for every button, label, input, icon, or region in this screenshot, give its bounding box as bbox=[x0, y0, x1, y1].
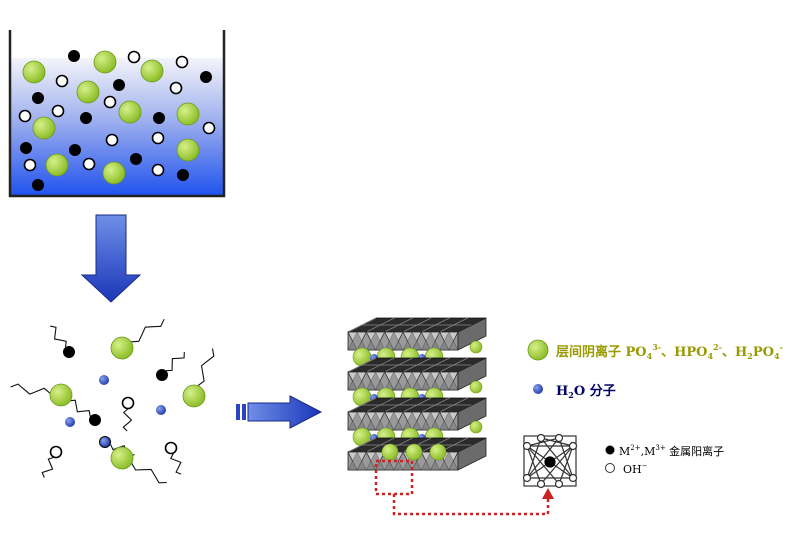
hydroxide-legend-label: OH− bbox=[623, 462, 648, 476]
metal-cation-particle bbox=[113, 79, 125, 91]
anion-particle bbox=[102, 161, 126, 185]
metal-cation-particle bbox=[63, 346, 75, 358]
metal-legend-swatch bbox=[605, 445, 615, 455]
hydroxide-particle bbox=[127, 50, 141, 64]
hydroxide-particle bbox=[202, 121, 216, 135]
anion-particle bbox=[182, 384, 206, 408]
anion-particle bbox=[110, 336, 134, 360]
hydroxide-particle bbox=[103, 95, 117, 109]
ion-tail bbox=[10, 383, 51, 395]
anion-particle bbox=[49, 383, 73, 407]
anion-particle bbox=[110, 446, 134, 470]
ion-tail bbox=[41, 456, 54, 478]
metal-cation-particle bbox=[69, 144, 81, 156]
water-molecule bbox=[65, 417, 75, 427]
interlayer-anion bbox=[429, 443, 447, 461]
metal-cation-particle bbox=[130, 153, 142, 165]
anion-particle bbox=[76, 80, 100, 104]
solution-beaker bbox=[8, 30, 226, 198]
hydroxide-particle bbox=[169, 81, 183, 95]
hydroxide-particle bbox=[49, 445, 63, 459]
connector-arrowhead bbox=[542, 488, 554, 499]
water-legend-swatch bbox=[533, 384, 543, 394]
metal-cation-particle bbox=[89, 414, 101, 426]
hydroxide-legend-swatch bbox=[605, 463, 615, 473]
anion-particle bbox=[140, 59, 164, 83]
highlight-connector bbox=[374, 459, 554, 516]
interlayer-anion bbox=[405, 443, 423, 461]
hydroxide-particle bbox=[51, 104, 65, 118]
hydroxide-particle bbox=[151, 163, 165, 177]
anion-legend-label: 层间阴离子 PO43-、HPO42-、H2PO4- bbox=[556, 342, 783, 361]
water-molecule bbox=[100, 437, 110, 447]
metal-cation-particle bbox=[32, 179, 44, 191]
legend: 层间阴离子 PO43-、HPO42-、H2PO4- H2O 分子 M2+,M3+… bbox=[527, 339, 783, 476]
interlayer-anion bbox=[469, 380, 483, 394]
metal-cation-particle bbox=[68, 50, 80, 62]
beaker-particles bbox=[18, 50, 216, 191]
ldh-layered-structure bbox=[347, 317, 487, 471]
octahedron-icon bbox=[522, 433, 578, 489]
ion-tail bbox=[131, 318, 165, 343]
hydroxide-particle bbox=[121, 396, 135, 410]
hydroxide-particle bbox=[23, 158, 37, 172]
ion-tail bbox=[50, 325, 67, 348]
interlayer-anion bbox=[381, 443, 399, 461]
water-molecule bbox=[156, 405, 166, 415]
ion-tail bbox=[197, 348, 215, 387]
anion-particle bbox=[45, 153, 69, 177]
anion-particle bbox=[118, 100, 142, 124]
hydroxide-particle bbox=[175, 55, 189, 69]
ion-tail bbox=[166, 351, 185, 372]
anion-particle bbox=[93, 50, 117, 74]
hydroxide-particle bbox=[164, 441, 178, 455]
hydroxide-particle bbox=[151, 131, 165, 145]
beaker-outline bbox=[8, 30, 226, 198]
metal-cation-particle bbox=[177, 169, 189, 181]
brucite-layer bbox=[347, 357, 487, 391]
metal-cation-particle bbox=[80, 112, 92, 124]
hydroxide-particle bbox=[105, 133, 119, 147]
ion-tail bbox=[170, 453, 182, 475]
metal-cation-particle bbox=[200, 71, 212, 83]
anion-particle bbox=[32, 116, 56, 140]
dispersed-ions bbox=[10, 318, 215, 484]
water-molecule bbox=[99, 375, 109, 385]
ion-tail bbox=[131, 463, 167, 484]
brucite-layer bbox=[347, 397, 487, 431]
metal-legend-label: M2+,M3+ 金属阳离子 bbox=[619, 444, 724, 458]
metal-cation-particle bbox=[32, 92, 44, 104]
anion-particle bbox=[176, 102, 200, 126]
hydroxide-particle bbox=[82, 157, 96, 171]
water-legend-label: H2O 分子 bbox=[556, 383, 616, 400]
right-arrow-icon bbox=[236, 395, 323, 429]
metal-cation-particle bbox=[20, 142, 32, 154]
hydroxide-particle bbox=[55, 74, 69, 88]
interlayer-anion bbox=[469, 340, 483, 354]
metal-cation-particle bbox=[153, 112, 165, 124]
down-arrow-icon bbox=[80, 214, 142, 303]
brucite-layer bbox=[347, 317, 487, 351]
dotted-connector bbox=[392, 494, 550, 516]
hydroxide-particle bbox=[18, 109, 32, 123]
anion-legend-swatch bbox=[527, 339, 549, 361]
metal-cation-center bbox=[544, 456, 556, 468]
anion-particle bbox=[176, 138, 200, 162]
interlayer-anion bbox=[469, 420, 483, 434]
ion-tail bbox=[69, 399, 91, 417]
metal-cation-particle bbox=[156, 369, 168, 381]
ion-tail bbox=[122, 408, 133, 432]
anion-particle bbox=[22, 60, 46, 84]
